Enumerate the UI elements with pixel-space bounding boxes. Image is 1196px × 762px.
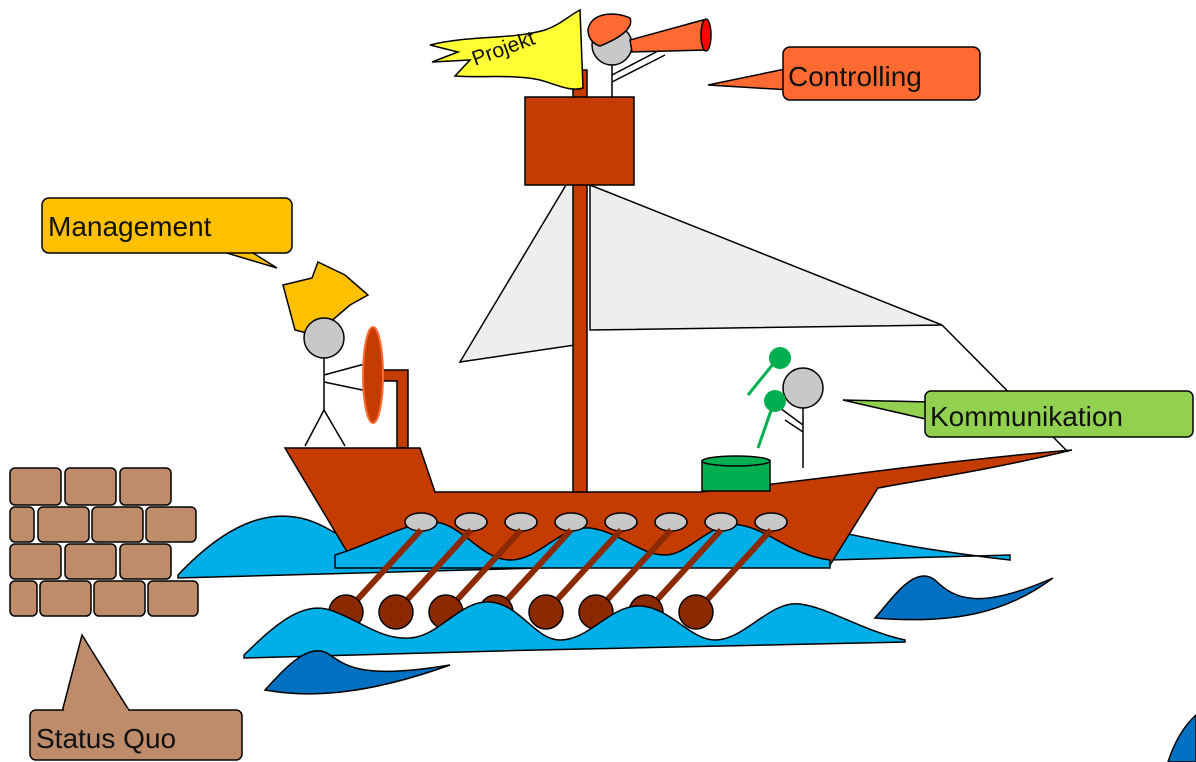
communication-label: Kommunikation xyxy=(930,401,1123,432)
brick xyxy=(37,506,90,543)
barrel-lid xyxy=(701,455,771,467)
crows-nest xyxy=(524,96,635,186)
brick xyxy=(64,543,117,580)
management-callout xyxy=(41,197,293,254)
project-flag xyxy=(429,8,584,90)
oar-shaft xyxy=(643,527,724,615)
brick xyxy=(119,543,172,580)
brick xyxy=(9,543,62,580)
oar-blade xyxy=(378,594,414,630)
communicator-head xyxy=(782,367,824,409)
front-sail xyxy=(458,167,576,363)
oar-ports xyxy=(404,512,788,532)
oar-shaft xyxy=(543,527,624,615)
brick-wall xyxy=(9,467,199,617)
oar-blade xyxy=(528,594,564,630)
oar-port xyxy=(654,512,688,532)
dark-wave-crest xyxy=(263,650,451,695)
oar-shaft xyxy=(393,527,474,615)
manager-leg xyxy=(323,409,346,447)
drumstick-head-icon xyxy=(764,390,786,412)
lookout-hair xyxy=(587,13,632,47)
oar-port xyxy=(554,512,588,532)
brick xyxy=(9,580,38,617)
brick xyxy=(91,506,144,543)
oar-port xyxy=(754,512,788,532)
status-callout xyxy=(29,709,243,761)
communicator-arm xyxy=(779,407,804,426)
brick xyxy=(39,580,92,617)
oar-shaft xyxy=(343,527,424,615)
manager-leg xyxy=(304,409,325,447)
oar-port xyxy=(704,512,738,532)
communication-callout xyxy=(924,390,1194,438)
main-sail xyxy=(589,183,943,331)
drumstick-head-icon xyxy=(769,347,791,369)
oar-port xyxy=(504,512,538,532)
communication-callout-pointer xyxy=(842,399,931,421)
oar-shaft xyxy=(593,527,674,615)
status-callout-pointer xyxy=(61,633,132,713)
controlling-label: Controlling xyxy=(788,61,922,92)
oar-shaft xyxy=(693,527,774,615)
brick xyxy=(9,506,35,543)
oar-port xyxy=(404,512,438,532)
brick xyxy=(9,467,62,506)
brick xyxy=(93,580,146,617)
brick xyxy=(64,467,117,506)
lookout-arm xyxy=(611,49,661,76)
communicator-arm xyxy=(784,419,804,433)
dark-wave-crest xyxy=(873,575,1054,621)
oar-shaft xyxy=(443,527,524,615)
telescope-icon xyxy=(629,19,707,53)
brick xyxy=(119,467,172,506)
brick xyxy=(147,580,199,617)
management-label: Management xyxy=(48,211,212,242)
steering-shield xyxy=(362,326,384,424)
dark-wave-corner xyxy=(1167,713,1196,762)
manager-head xyxy=(303,317,345,359)
oar-port xyxy=(454,512,488,532)
lookout-arm xyxy=(611,54,666,83)
lower-wave xyxy=(243,601,906,659)
brick xyxy=(145,506,197,543)
status-label: Status Quo xyxy=(36,723,176,754)
controlling-callout-pointer xyxy=(707,67,791,91)
oar-shaft xyxy=(493,527,574,615)
oar-port xyxy=(604,512,638,532)
controlling-callout xyxy=(782,46,981,101)
oar-blade xyxy=(678,594,714,630)
telescope-lens xyxy=(700,18,712,52)
hat-icon xyxy=(282,260,370,336)
